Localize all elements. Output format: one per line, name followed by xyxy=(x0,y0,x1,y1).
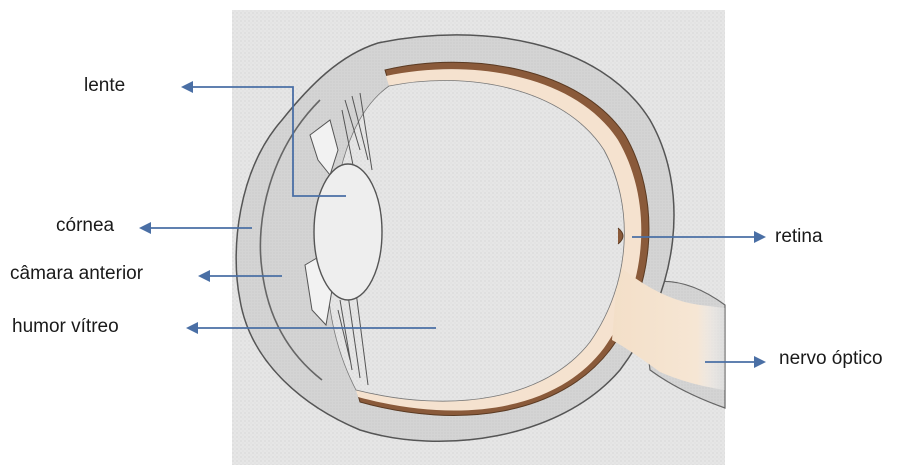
label-optic-nerve: nervo óptico xyxy=(779,349,883,368)
label-retina: retina xyxy=(775,227,823,246)
lens xyxy=(314,164,382,300)
label-anterior-chamber: câmara anterior xyxy=(10,264,143,283)
label-lens: lente xyxy=(84,76,125,95)
label-cornea: córnea xyxy=(56,216,114,235)
label-vitreous-humor: humor vítreo xyxy=(12,317,119,336)
